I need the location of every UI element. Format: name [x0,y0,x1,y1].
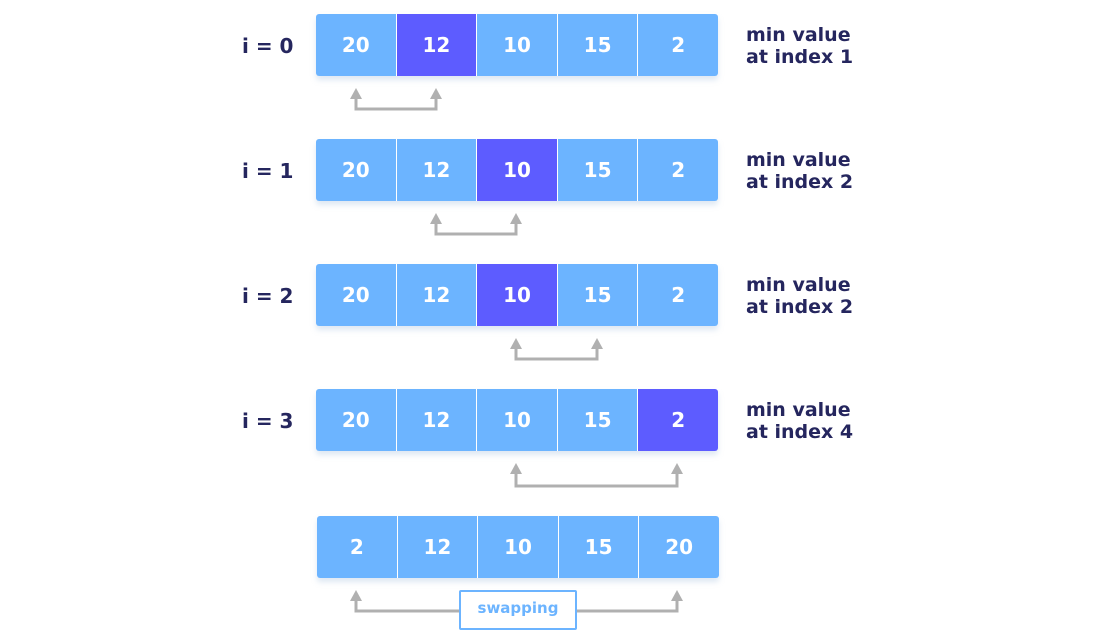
array-cell: 10 [477,14,558,76]
array-cell: 2 [638,139,718,201]
arrowhead-icon [671,463,683,474]
min-note-i1: min value at index 2 [746,149,853,193]
array-cell: 15 [557,14,639,76]
min-note-i3: min value at index 4 [746,399,853,443]
array-cell: 20 [316,264,397,326]
array-row-i1: 20 12 10 15 2 [316,139,718,201]
array-cell: 12 [396,139,478,201]
array-cell-min: 10 [477,264,558,326]
arrowhead-icon [510,463,522,474]
array-cell: 20 [639,516,719,578]
array-cell: 15 [558,516,640,578]
array-cell: 12 [396,264,478,326]
arrowhead-icon [671,590,683,601]
array-cell: 10 [477,389,558,451]
arrowhead-icon [350,590,362,601]
min-note-i2: min value at index 2 [746,274,853,318]
array-cell-min: 10 [477,139,558,201]
min-note-line1: min value [746,149,851,171]
min-note-line2: at index 2 [746,296,854,318]
array-cell: 15 [557,264,639,326]
arrowhead-icon [430,88,442,99]
array-cell: 20 [316,14,397,76]
min-note-line2: at index 2 [746,171,854,193]
step-label-i0: i = 0 [242,34,294,58]
array-cell: 15 [557,139,639,201]
step-label-i1: i = 1 [242,159,294,183]
min-note-i0: min value at index 1 [746,24,853,68]
array-cell: 20 [316,139,397,201]
arrowhead-icon [510,338,522,349]
array-cell: 15 [557,389,639,451]
array-row-i0: 20 12 10 15 2 [316,14,718,76]
arrowhead-icon [430,213,442,224]
array-cell: 2 [638,14,718,76]
array-row-i2: 20 12 10 15 2 [316,264,718,326]
array-cell: 2 [638,264,718,326]
min-note-line1: min value [746,24,851,46]
step-label-i2: i = 2 [242,284,294,308]
min-note-line2: at index 1 [746,46,854,68]
array-cell: 12 [396,389,478,451]
array-row-i3: 20 12 10 15 2 [316,389,718,451]
array-cell: 10 [478,516,559,578]
swapping-label: swapping [459,590,577,630]
array-cell: 12 [397,516,479,578]
arrowhead-icon [510,213,522,224]
step-label-i3: i = 3 [242,409,294,433]
array-cell-min: 2 [638,389,718,451]
array-cell: 20 [316,389,397,451]
min-note-line1: min value [746,274,851,296]
min-note-line1: min value [746,399,851,421]
array-cell-min: 12 [396,14,478,76]
array-row-final: 2 12 10 15 20 [317,516,719,578]
min-note-line2: at index 4 [746,421,854,443]
array-cell: 2 [317,516,398,578]
arrowhead-icon [350,88,362,99]
arrowhead-icon [591,338,603,349]
